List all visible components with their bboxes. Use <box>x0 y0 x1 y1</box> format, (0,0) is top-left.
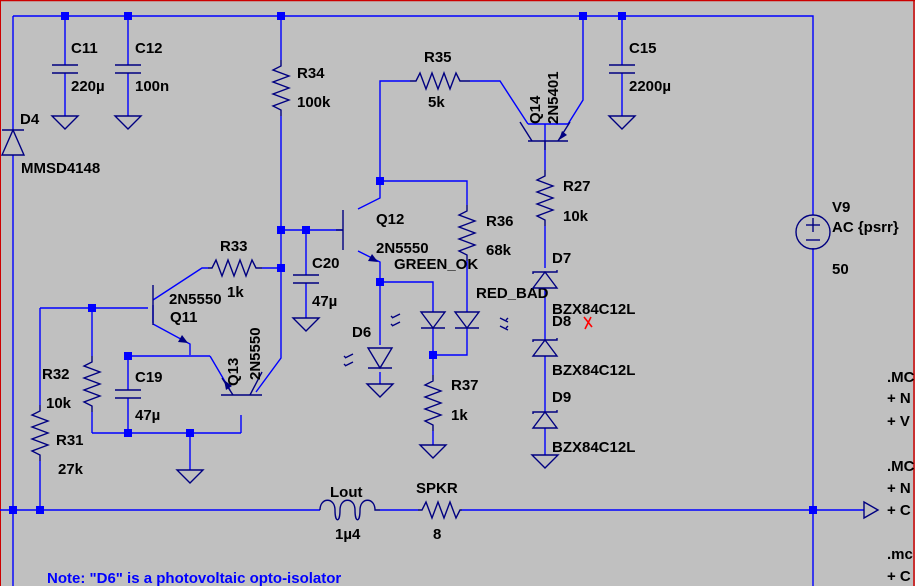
resistor-r27[interactable]: R27 10k <box>536 169 591 227</box>
directive-line-6: + C <box>887 502 911 519</box>
transistor-q14[interactable]: Q14 2N5401 <box>519 71 571 150</box>
label-c20: C20 <box>312 255 340 272</box>
label-d8: D8 <box>552 313 571 330</box>
label-r36: R36 <box>486 213 514 230</box>
resistor-r33[interactable]: R33 1k <box>208 238 262 301</box>
junctions <box>9 12 817 514</box>
wires <box>0 15 864 586</box>
value-r34: 100k <box>297 94 331 111</box>
zener-d9[interactable]: D9 BZX84C12L <box>531 389 635 456</box>
directive-line-1: .MC <box>887 369 915 386</box>
label-spkr: SPKR <box>416 480 458 497</box>
directive-line-3: + V <box>887 413 910 430</box>
directive-line-2: + N <box>887 390 911 407</box>
label-q11: Q11 <box>170 309 198 326</box>
capacitor-c15[interactable]: C15 2200µ <box>609 40 671 95</box>
value-c19: 47µ <box>135 407 160 424</box>
voltage-source-v9[interactable]: V9 AC {psrr} 50 <box>795 199 899 278</box>
resistor-r35[interactable]: R35 5k <box>410 49 470 111</box>
label-c19: C19 <box>135 369 163 386</box>
resistor-r31[interactable]: R31 27k <box>31 404 84 478</box>
value-r31: 27k <box>58 461 84 478</box>
label-r27: R27 <box>563 178 591 195</box>
value-r27: 10k <box>563 208 589 225</box>
label-v9: V9 <box>832 199 850 216</box>
capacitor-c20[interactable]: C20 47µ <box>293 255 340 310</box>
transistor-q13[interactable]: Q13 2N5550 <box>221 327 264 396</box>
capacitor-c19[interactable]: C19 47µ <box>115 369 163 424</box>
capacitor-c12[interactable]: C12 100n <box>115 40 169 95</box>
red-x-cursor-icon <box>583 316 593 330</box>
value-q14: 2N5401 <box>545 71 562 124</box>
label-r34: R34 <box>297 65 325 82</box>
label-q12: Q12 <box>376 211 404 228</box>
value-q12: 2N5550 <box>376 240 429 257</box>
label-d7: D7 <box>552 250 571 267</box>
value-d8: BZX84C12L <box>552 362 635 379</box>
resistor-spkr[interactable]: SPKR 8 <box>416 480 462 543</box>
zener-d7[interactable]: D7 BZX84C12L <box>531 250 635 318</box>
label-d6: D6 <box>352 324 371 341</box>
value-r35: 5k <box>428 94 445 111</box>
zener-d8[interactable]: D8 BZX84C12L <box>531 313 635 379</box>
value-r36: 68k <box>486 242 512 259</box>
label-r31: R31 <box>56 432 84 449</box>
diode-d6[interactable]: D6 <box>343 324 394 370</box>
directive-line-5: + N <box>887 480 911 497</box>
label-r37: R37 <box>451 377 479 394</box>
inductor-lout[interactable]: Lout 1µ4 <box>319 484 380 543</box>
schematic-note[interactable]: Note: "D6" is a photovoltaic opto-isolat… <box>47 570 341 586</box>
label-lout: Lout <box>330 484 362 501</box>
value-r32: 10k <box>46 395 72 412</box>
value-v9: AC {psrr} <box>832 219 899 236</box>
value-c15: 2200µ <box>629 78 671 95</box>
label-r33: R33 <box>220 238 248 255</box>
led-red-bad[interactable]: RED_BAD <box>453 285 549 331</box>
capacitor-c11[interactable]: C11 220µ <box>52 40 105 95</box>
label-c15: C15 <box>629 40 657 57</box>
value-d4: MMSD4148 <box>21 160 100 177</box>
value-d7: BZX84C12L <box>552 301 635 318</box>
output-port-arrow[interactable] <box>863 500 880 520</box>
value-r37: 1k <box>451 407 468 424</box>
resistor-r32[interactable]: R32 10k <box>42 355 101 413</box>
label-r35: R35 <box>424 49 452 66</box>
label-q14: Q14 <box>527 95 544 124</box>
value-c12: 100n <box>135 78 169 95</box>
directive-line-4: .MC <box>887 458 915 475</box>
directive-line-8: + C <box>887 568 911 585</box>
spice-directives[interactable]: .MC + N + V .MC + N + C .mc + C <box>887 369 915 585</box>
extra-v9: 50 <box>832 261 849 278</box>
resistor-r37[interactable]: R37 1k <box>424 374 479 432</box>
diode-d4[interactable]: D4 MMSD4148 <box>0 111 100 177</box>
transistor-q12[interactable]: Q12 2N5550 <box>336 210 429 262</box>
value-spkr: 8 <box>433 526 441 543</box>
value-r33: 1k <box>227 284 244 301</box>
value-q11: 2N5550 <box>169 291 222 308</box>
label-c12: C12 <box>135 40 163 57</box>
value-q13: 2N5550 <box>247 327 264 380</box>
value-c20: 47µ <box>312 293 337 310</box>
led-green-ok[interactable]: GREEN_OK <box>390 256 478 330</box>
value-c11: 220µ <box>71 78 105 95</box>
value-d9: BZX84C12L <box>552 439 635 456</box>
label-c11: C11 <box>71 40 98 57</box>
label-d4: D4 <box>20 111 40 128</box>
transistor-q11[interactable]: 2N5550 Q11 <box>152 285 222 343</box>
directive-line-7: .mc <box>887 546 913 563</box>
label-green-ok: GREEN_OK <box>394 256 478 273</box>
label-r32: R32 <box>42 366 70 383</box>
label-d9: D9 <box>552 389 571 406</box>
label-q13: Q13 <box>225 358 242 386</box>
resistor-r34[interactable]: R34 100k <box>272 59 331 117</box>
resistor-r36[interactable]: R36 68k <box>458 204 514 262</box>
value-lout: 1µ4 <box>335 526 361 543</box>
label-red-bad: RED_BAD <box>476 285 549 302</box>
